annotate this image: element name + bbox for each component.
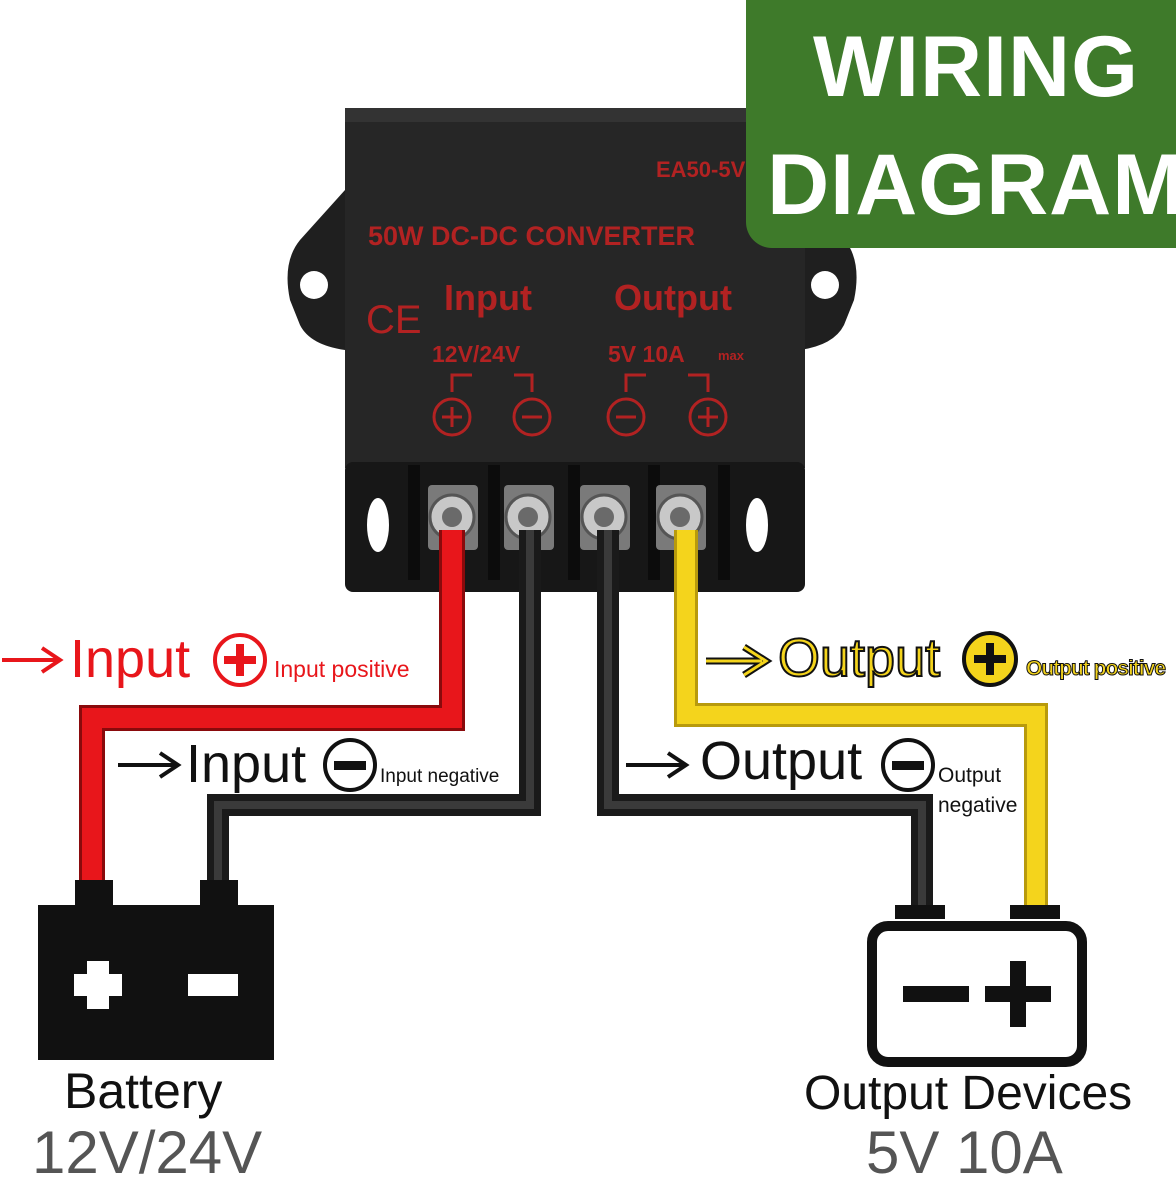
output-devices-icon <box>867 905 1087 1067</box>
title-banner: WIRING DIAGRAM <box>746 0 1176 248</box>
input-negative-icon <box>323 738 377 792</box>
input-positive-icon <box>213 633 267 687</box>
output-negative-label: Output <box>700 731 863 791</box>
terminal-screws <box>428 485 706 550</box>
converter-polarity-symbols <box>432 373 728 437</box>
output-positive-icon <box>962 631 1018 687</box>
output-negative-icon <box>881 738 935 792</box>
output-positive-label: Output <box>777 627 941 689</box>
output-positive-arrow-fill <box>706 645 769 677</box>
banner-line-2: DIAGRAM <box>767 137 1176 233</box>
converter-model: EA50-5V <box>656 157 746 182</box>
input-negative-arrow <box>118 751 182 779</box>
input-positive-sublabel: Input positive <box>274 656 410 682</box>
converter-output-rating: 5V 10A <box>608 341 685 367</box>
input-positive-arrow <box>2 646 64 674</box>
input-negative-label: Input <box>186 734 307 794</box>
input-positive-label: Input <box>70 629 191 689</box>
converter-input-label: Input <box>444 277 532 318</box>
mount-slot-left <box>367 498 389 552</box>
converter-body <box>345 108 805 468</box>
battery-icon <box>38 880 274 1060</box>
input-negative-sublabel: Input negative <box>380 766 500 787</box>
battery-name: Battery <box>64 1063 223 1119</box>
output-devices-rating: 5V 10A <box>866 1119 1063 1186</box>
input-positive-wire <box>82 530 462 885</box>
converter-output-label: Output <box>614 277 732 318</box>
battery-voltage: 12V/24V <box>32 1119 263 1186</box>
mount-slot-right <box>746 498 768 552</box>
banner-line-1: WIRING <box>812 19 1140 115</box>
output-positive-sublabel: Output positive <box>1026 657 1167 681</box>
ce-mark: CE <box>366 298 422 342</box>
output-negative-sublabel-1: Output <box>938 764 1002 787</box>
output-positive-wire <box>677 530 1045 905</box>
output-negative-sublabel-2: negative <box>938 794 1018 817</box>
output-negative-arrow <box>626 751 690 779</box>
converter-output-rating-suffix: max <box>718 348 745 363</box>
converter-title: 50W DC-DC CONVERTER <box>368 221 695 251</box>
output-devices-name: Output Devices <box>804 1067 1133 1120</box>
converter-input-voltage: 12V/24V <box>432 341 521 367</box>
